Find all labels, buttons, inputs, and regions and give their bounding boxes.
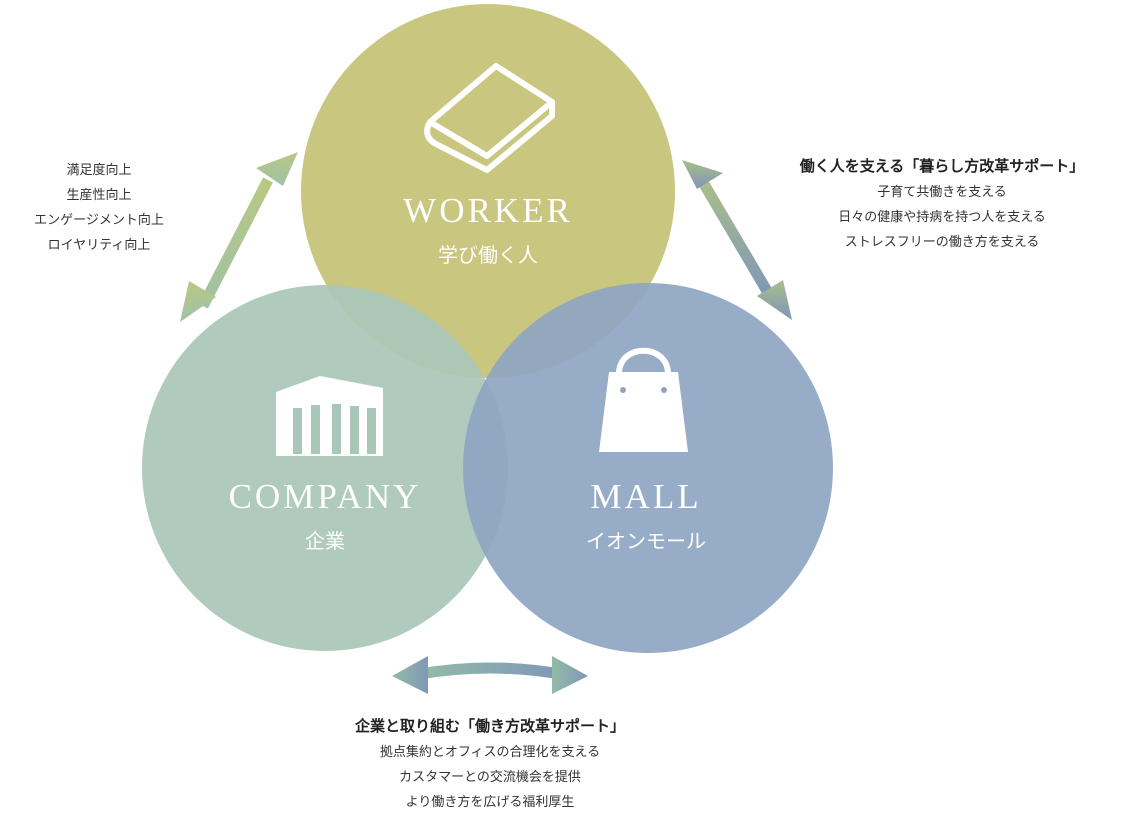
bottom-heading: 企業と取り組む「働き方改革サポート」: [354, 717, 625, 735]
left-list-item: 満足度向上: [66, 163, 132, 178]
worker-subtitle: 学び働く人: [438, 243, 538, 267]
right-support-block: 働く人を支える「暮らし方改革サポート」 子育て共働きを支える 日々の健康や持病を…: [752, 152, 1132, 255]
right-heading: 働く人を支える「暮らし方改革サポート」: [799, 157, 1085, 175]
bottom-double-arrow: [392, 656, 588, 694]
mall-circle: [463, 283, 833, 653]
worker-circle: [301, 4, 675, 378]
left-list-item: 生産性向上: [66, 188, 132, 203]
company-circle: [142, 285, 508, 651]
building-icon: [276, 376, 383, 456]
mall-title: MALL: [590, 477, 701, 516]
right-list-item: 日々の健康や持病を持つ人を支える: [838, 210, 1046, 225]
right-double-arrow: [682, 160, 792, 320]
bottom-list-item: カスタマーとの交流機会を提供: [399, 770, 581, 785]
bottom-list-item: 拠点集約とオフィスの合理化を支える: [379, 745, 601, 760]
left-list-item: ロイヤリティ向上: [47, 238, 151, 253]
bottom-list-item: より働き方を広げる福利厚生: [405, 795, 575, 810]
right-list-item: 子育て共働きを支える: [877, 185, 1007, 200]
mall-subtitle: イオンモール: [586, 529, 706, 553]
left-list-item: エンゲージメント向上: [34, 213, 164, 228]
company-title: COMPANY: [229, 477, 422, 516]
right-list-item: ストレスフリーの働き方を支える: [844, 235, 1040, 250]
shopping-bag-icon: [599, 347, 688, 452]
worker-title: WORKER: [403, 191, 573, 230]
left-double-arrow: [180, 152, 298, 322]
left-benefits-list: 満足度向上 生産性向上 エンゲージメント向上 ロイヤリティ向上: [0, 158, 198, 258]
company-subtitle: 企業: [305, 529, 345, 553]
bottom-support-block: 企業と取り組む「働き方改革サポート」 拠点集約とオフィスの合理化を支える カスタ…: [270, 712, 710, 815]
book-icon: [424, 63, 555, 173]
